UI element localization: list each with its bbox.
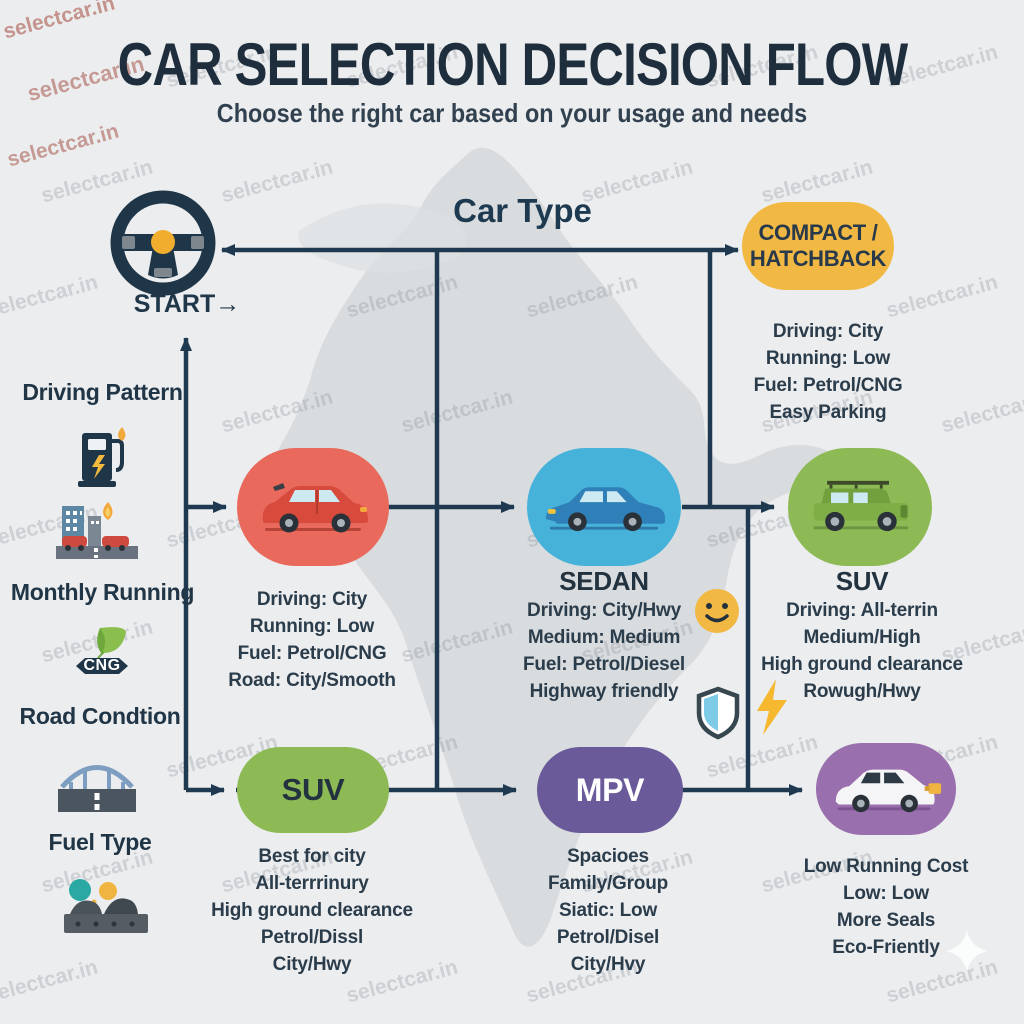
lightning-icon — [757, 679, 787, 735]
detail-line: Running: Low — [765, 348, 891, 369]
cng-badge-label: CNG — [83, 657, 121, 674]
detail-line: Highway friendly — [529, 681, 679, 702]
city-traffic-icon — [56, 502, 138, 559]
page-subtitle: Choose the right car based on your usage… — [216, 98, 808, 128]
detail-line: Road: City/Smooth — [228, 670, 396, 691]
node-suv-box: SUV — [237, 747, 389, 833]
suv-jeep-icon — [813, 480, 909, 532]
detail-line: Spacioes — [567, 846, 649, 867]
hatchback-car-icon — [262, 483, 368, 533]
detail-line: Eco-Friently — [832, 937, 940, 958]
detail-line: High ground clearance — [211, 900, 413, 921]
suv-box-title: SUV — [281, 772, 345, 807]
detail-line: Medium: Medium — [527, 627, 681, 648]
compact-title-line2: HATCHBACK — [749, 246, 887, 271]
detail-line: Rowugh/Hwy — [803, 681, 921, 702]
detail-line: More Seals — [836, 910, 936, 931]
detail-line: Medium/High — [803, 627, 921, 648]
detail-line: Driving: City — [256, 589, 368, 610]
detail-line: Family/Group — [547, 873, 669, 894]
subtitle-wrap: Choose the right car based on your usage… — [0, 98, 1024, 129]
sidebar-label-monthly-running: Monthly Running — [10, 579, 195, 605]
ev-car-icon — [835, 769, 942, 813]
start-label: START→ — [133, 290, 241, 318]
detail-line: Driving: City — [772, 321, 884, 342]
detail-line: Low: Low — [843, 883, 929, 904]
detail-line: Fuel: Petrol/CNG — [237, 643, 387, 664]
detail-line: City/Hwy — [272, 954, 352, 975]
detail-line: Fuel: Petrol/Diesel — [523, 654, 685, 675]
node-sedan — [527, 448, 681, 566]
smiley-icon — [695, 589, 739, 633]
mpv-box-title: MPV — [575, 771, 645, 808]
page-title: CAR SELECTION DECISION FLOW — [117, 31, 907, 98]
bridge-road-icon — [58, 765, 136, 812]
sidebar-label-fuel-type: Fuel Type — [48, 829, 152, 855]
node-hatchback-car — [237, 448, 389, 566]
detail-line: Petrol/Disel — [556, 927, 660, 948]
node-mpv-box: MPV — [537, 747, 683, 833]
sidebar-label-road-condition: Road Condtion — [19, 703, 181, 729]
suv-vehicle-title: SUV — [835, 566, 889, 596]
node-compact-hatchback: COMPACT / HATCHBACK — [742, 202, 894, 290]
sidebar-label-driving-pattern: Driving Pattern — [22, 379, 183, 405]
detail-line: Driving: City/Hwy — [527, 600, 681, 621]
header: CAR SELECTION DECISION FLOW — [0, 30, 1024, 99]
sedan-title: SEDAN — [559, 566, 649, 596]
fuel-pump-icon — [78, 427, 126, 487]
detail-line: High ground clearance — [761, 654, 963, 675]
node-ev-car — [816, 743, 956, 835]
detail-line: Low Running Cost — [803, 856, 969, 877]
detail-line: Driving: All-terrin — [786, 600, 938, 621]
node-suv-vehicle — [788, 448, 932, 566]
detail-line: City/Hvy — [570, 954, 646, 975]
detail-line: Easy Parking — [769, 402, 887, 423]
detail-line: Running: Low — [249, 616, 375, 637]
detail-line: Siatic: Low — [558, 900, 658, 921]
sedan-car-icon — [545, 487, 666, 532]
compact-title-line1: COMPACT / — [758, 220, 878, 245]
detail-line: Fuel: Petrol/CNG — [753, 375, 903, 396]
detail-line: All-terrrinury — [255, 873, 369, 894]
cng-leaf-icon: CNG — [68, 626, 136, 690]
sparkle-icon — [946, 930, 988, 972]
rocky-road-icon — [64, 879, 148, 933]
detail-line: Petrol/Dissl — [260, 927, 364, 948]
car-type-heading: Car Type — [453, 192, 592, 229]
detail-line: Best for city — [258, 846, 366, 867]
steering-wheel-icon — [110, 190, 216, 296]
shield-icon — [696, 686, 740, 740]
